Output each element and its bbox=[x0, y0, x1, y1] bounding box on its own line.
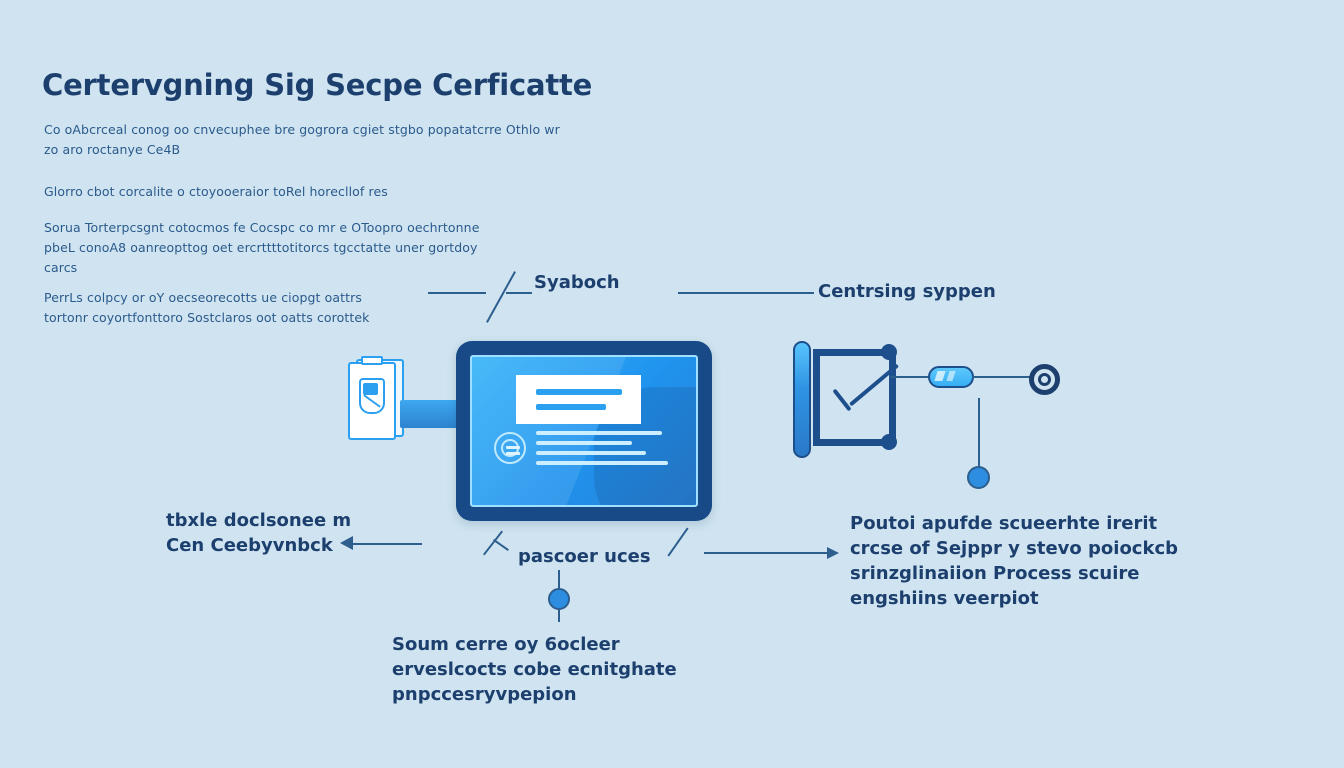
certificate-body-lines bbox=[536, 431, 668, 471]
slash-mark-mid-2 bbox=[493, 539, 509, 551]
checkbox-knob-bottom bbox=[881, 434, 897, 450]
seal-bar-2 bbox=[506, 452, 520, 455]
clipboard-shield-shape bbox=[359, 378, 385, 414]
connector-line-symbol-right bbox=[506, 292, 532, 294]
capsule-node bbox=[928, 366, 974, 388]
connector-line-symbol bbox=[428, 292, 486, 294]
node-dot-center bbox=[548, 588, 570, 610]
page-title: Certervgning Sig Secpe Cerficatte bbox=[42, 68, 593, 102]
label-left: tbxle doclsonee m Cen Ceebyvnbck bbox=[166, 510, 352, 556]
certificate-line bbox=[536, 431, 662, 435]
arrow-left-shaft bbox=[352, 543, 422, 545]
label-symbol: Syaboch bbox=[534, 272, 620, 293]
certificate-title-line bbox=[536, 389, 622, 395]
connector-line-centrsing bbox=[678, 292, 814, 294]
arrow-right-shaft bbox=[704, 552, 828, 554]
certificate-line bbox=[536, 461, 668, 465]
paragraph-2: Glorro cbot corcalite o ctoyooeraior toR… bbox=[44, 184, 388, 199]
slash-mark-symbol bbox=[486, 271, 516, 323]
paragraph-3: Sorua Torterpcsgnt cotocmos fe Cocspc co… bbox=[44, 220, 480, 275]
label-right: Poutoi apufde scueerhte irerit crcse of … bbox=[850, 513, 1178, 609]
label-bottom: Soum cerre oy 6ocleer erveslcocts cobe e… bbox=[392, 634, 677, 705]
paragraph-1: Co oAbcrceal conog oo cnvecuphee bre gog… bbox=[44, 122, 560, 157]
certificate-seal-icon bbox=[494, 432, 526, 464]
clipboard-clip bbox=[361, 356, 383, 365]
document-clipboard-icon bbox=[348, 356, 406, 440]
paragraph-4: PerrLs colpcy or oY oecseorecotts ue cio… bbox=[44, 290, 370, 325]
tablet-device bbox=[456, 341, 712, 521]
tablet-screen bbox=[470, 355, 698, 507]
label-centrsing: Centrsing syppen bbox=[818, 281, 996, 302]
certificate-line bbox=[536, 451, 646, 455]
label-mid: pascoer uces bbox=[518, 546, 651, 567]
endpoint-ring-inner bbox=[1038, 373, 1051, 386]
clipboard-badge bbox=[363, 383, 378, 395]
certificate-line bbox=[536, 441, 632, 445]
arrow-right-head bbox=[827, 547, 839, 559]
capsule-shine-1 bbox=[934, 371, 946, 381]
connector-check-to-capsule bbox=[890, 376, 932, 378]
checkbox-knob-top bbox=[881, 344, 897, 360]
slash-mark-right bbox=[667, 527, 689, 557]
certificate-subtitle-line bbox=[536, 404, 606, 410]
verification-checkbox-frame bbox=[813, 349, 896, 446]
seal-bar-1 bbox=[506, 446, 520, 449]
node-dot-right bbox=[967, 466, 990, 489]
stem-right bbox=[978, 398, 980, 470]
certificate-header-card bbox=[516, 375, 641, 424]
verification-side-bar bbox=[793, 341, 811, 458]
connector-capsule-to-ring bbox=[972, 376, 1030, 378]
capsule-shine-2 bbox=[946, 371, 956, 381]
arrow-left-head bbox=[340, 536, 353, 550]
